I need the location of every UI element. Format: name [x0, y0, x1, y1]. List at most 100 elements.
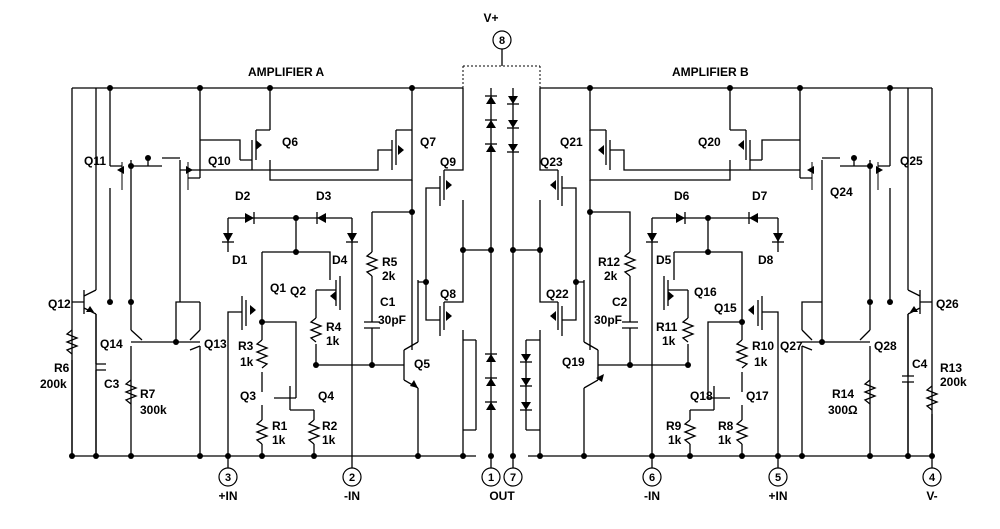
- R4-value: 1k: [326, 334, 340, 348]
- pin-2-number: 2: [349, 472, 355, 484]
- pin-4[interactable]: 4 V-: [922, 456, 942, 503]
- R6-value: 200k: [40, 377, 67, 391]
- Q10-label: Q10: [208, 154, 231, 168]
- pin-1-number: 1: [488, 472, 494, 484]
- R1-label: R1: [272, 419, 288, 433]
- amp-a-q6-q7: [180, 85, 415, 181]
- Q22-label: Q22: [546, 287, 569, 301]
- Q14-label: Q14: [100, 337, 123, 351]
- Q7-label: Q7: [420, 135, 436, 149]
- amp-a-resistors: [255, 251, 379, 445]
- Q25-label: Q25: [900, 154, 923, 168]
- Q17-label: Q17: [746, 389, 769, 403]
- Q2-label: Q2: [290, 284, 306, 298]
- R14-label: R14: [832, 387, 854, 401]
- R10-label: R10: [752, 339, 774, 353]
- pin-3-number: 3: [225, 472, 231, 484]
- Q27-label: Q27: [780, 339, 803, 353]
- R11-label: R11: [656, 320, 678, 334]
- Q28-label: Q28: [874, 339, 897, 353]
- C1-value: 30pF: [378, 313, 406, 327]
- R12-value: 2k: [604, 269, 618, 283]
- R7-label: R7: [140, 387, 156, 401]
- pin-7[interactable]: 7: [503, 456, 523, 487]
- R4-label: R4: [326, 320, 342, 334]
- amp-b-diodes: [646, 212, 784, 255]
- D5-label: D5: [656, 253, 672, 267]
- pin-2-name: -IN: [344, 489, 360, 503]
- R7-value: 300k: [140, 403, 167, 417]
- D4-label: D4: [332, 253, 348, 267]
- R14-value: 300Ω: [828, 403, 858, 417]
- Q20-label: Q20: [698, 135, 721, 149]
- R13-label: R13: [940, 361, 962, 375]
- out-label: OUT: [489, 489, 515, 503]
- amplifier-a-title: AMPLIFIER A: [248, 65, 325, 79]
- Q23-label: Q23: [540, 155, 563, 169]
- D7-label: D7: [752, 189, 768, 203]
- R2-label: R2: [322, 419, 338, 433]
- R13-value: 200k: [940, 375, 967, 389]
- Q19-label: Q19: [562, 355, 585, 369]
- pin-4-name: V-: [926, 489, 937, 503]
- D1-label: D1: [232, 253, 248, 267]
- Q5-label: Q5: [414, 357, 430, 371]
- R6-label: R6: [54, 361, 70, 375]
- pin-3[interactable]: 3 +IN: [218, 456, 238, 503]
- amp-b-bias-mirror: [797, 85, 893, 305]
- D2-label: D2: [235, 189, 251, 203]
- pin-5[interactable]: 5 +IN: [768, 456, 788, 503]
- Q9-label: Q9: [440, 155, 456, 169]
- Q13-label: Q13: [204, 337, 227, 351]
- amp-a-input-stage: [227, 251, 370, 456]
- Q24-label: Q24: [830, 185, 853, 199]
- C2-value: 30pF: [594, 313, 622, 327]
- pin-6-number: 6: [649, 472, 655, 484]
- amp-a-compensation: [364, 180, 419, 456]
- vplus-pin-number: 8: [499, 35, 505, 47]
- amp-b-resistors: [623, 251, 749, 445]
- pin-1[interactable]: 1: [481, 456, 501, 487]
- Q12-label: Q12: [48, 297, 71, 311]
- R8-value: 1k: [718, 433, 732, 447]
- D6-label: D6: [674, 189, 690, 203]
- pin-6-name: -IN: [644, 489, 660, 503]
- R10-value: 1k: [754, 355, 768, 369]
- Q3-label: Q3: [240, 389, 256, 403]
- Q15-label: Q15: [714, 301, 737, 315]
- Q6-label: Q6: [282, 135, 298, 149]
- C3-label: C3: [104, 377, 120, 391]
- R1-value: 1k: [272, 433, 286, 447]
- D3-label: D3: [316, 189, 332, 203]
- Q21-label: Q21: [560, 135, 583, 149]
- D8-label: D8: [758, 253, 774, 267]
- pin-7-number: 7: [510, 472, 516, 484]
- R5-label: R5: [382, 255, 398, 269]
- C1-label: C1: [380, 295, 396, 309]
- pin-5-name: +IN: [768, 489, 787, 503]
- Q16-label: Q16: [694, 285, 717, 299]
- amp-b-q26-q27-q28: [799, 88, 939, 459]
- amp-b-q21-q20: [587, 85, 800, 181]
- pin-5-number: 5: [775, 472, 781, 484]
- R9-label: R9: [666, 419, 682, 433]
- amp-a-q12-q13-q14: [65, 88, 203, 459]
- Q26-label: Q26: [936, 297, 959, 311]
- Q1-label: Q1: [270, 281, 286, 295]
- C2-label: C2: [612, 295, 628, 309]
- Q4-label: Q4: [318, 389, 334, 403]
- Q8-label: Q8: [440, 287, 456, 301]
- R2-value: 1k: [322, 433, 336, 447]
- amp-a-diodes: [222, 212, 358, 255]
- amp-b-input-stage: [630, 251, 779, 456]
- bottom-rail-junctions: [69, 453, 935, 459]
- pin-6[interactable]: 6 -IN: [642, 456, 662, 503]
- pin-2[interactable]: 2 -IN: [342, 330, 362, 503]
- R5-value: 2k: [382, 269, 396, 283]
- vplus-bridge: [462, 65, 541, 88]
- C4-label: C4: [912, 357, 928, 371]
- side-rails: [71, 88, 933, 456]
- pin-4-number: 4: [929, 472, 936, 484]
- R11-value: 1k: [662, 334, 676, 348]
